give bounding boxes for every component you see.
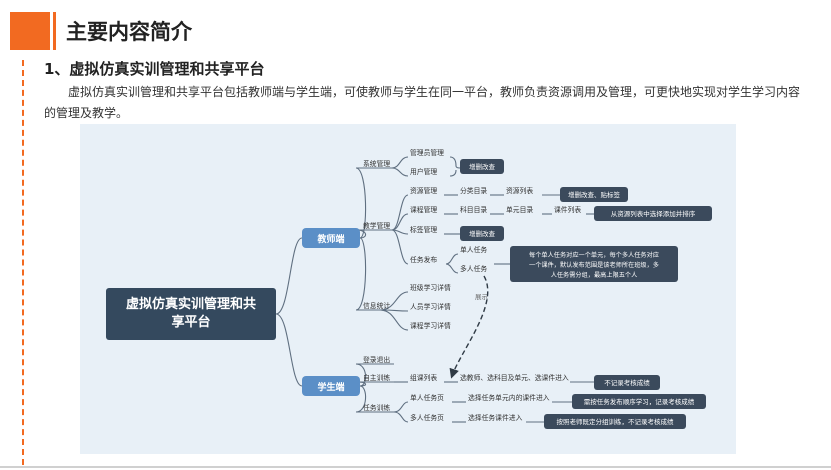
node-login: 登录退出 [363, 355, 390, 364]
node-single-task: 单人任务 [460, 245, 487, 254]
note-sys [460, 159, 504, 174]
root-node [106, 288, 276, 340]
node-res-list: 资源列表 [506, 186, 533, 195]
note-multi [544, 414, 686, 429]
show-label: 展示 [475, 293, 489, 301]
node-org-list: 组课列表 [410, 373, 437, 382]
node-subj-dir: 科目目录 [460, 205, 487, 214]
note-multi-text: 按照老师既定分组训练，不记录考核成绩 [557, 417, 675, 426]
mindmap-diagram: 展示 虚拟仿真实训管理和共 享平台 教师端 学生端 系统管理 教学管理 信息统计… [80, 124, 736, 454]
node-course-detail: 课程学习详情 [410, 321, 451, 330]
note-course [594, 206, 712, 221]
node-org-desc: 选教师、选科目及单元、选课件进入 [460, 373, 569, 382]
note-single [572, 394, 706, 409]
node-unit-dir: 单元目录 [506, 205, 533, 214]
node-sys-mgmt: 系统管理 [363, 159, 390, 168]
note-tag-text: 增删改查 [469, 229, 496, 238]
note-single-text: 需按任务发布顺序学习，记录考核成绩 [584, 397, 695, 406]
note-sys-text: 增删改查 [469, 162, 496, 171]
node-class-detail: 班级学习详情 [410, 283, 451, 292]
node-user-mgmt: 用户管理 [410, 167, 437, 176]
note-res-text: 增删改查、贴标签 [568, 190, 621, 199]
title-accent-block [10, 12, 50, 50]
note-task [510, 246, 678, 282]
student-branch-label: 学生端 [317, 381, 344, 393]
node-single-desc: 选择任务单元内的课件进入 [468, 393, 550, 402]
note-boxes: 增删改查 增删改查、贴标签 从资源列表中选择添加并排序 增删改查 每个单人任务对… [460, 159, 712, 429]
page-title: 主要内容简介 [66, 20, 192, 44]
node-multi-page: 多人任务页 [410, 413, 444, 422]
note-task-line1: 每个单人任务对应一个单元，每个多人任务对应 [529, 251, 659, 259]
intro-paragraph: 虚拟仿真实训管理和共享平台包括教师端与学生端，可使教师与学生在同一平台，教师负责… [44, 85, 801, 120]
mindmap-svg: 展示 虚拟仿真实训管理和共 享平台 教师端 学生端 系统管理 教学管理 信息统计… [106, 148, 712, 429]
note-course-text: 从资源列表中选择添加并排序 [611, 209, 696, 218]
title-accent-line [53, 12, 56, 50]
left-dashed-divider [22, 60, 24, 465]
note-res [560, 187, 628, 202]
node-task-train: 任务训练 [363, 403, 390, 412]
note-org [594, 375, 660, 390]
teacher-branch-node [302, 228, 360, 248]
teacher-branch-label: 教师端 [316, 233, 344, 245]
node-multi-desc: 选择任务课件进入 [468, 413, 523, 422]
root-label-line1: 虚拟仿真实训管理和共 [126, 296, 256, 312]
node-person-detail: 人员学习详情 [410, 302, 451, 311]
node-teach-mgmt: 教学管理 [363, 221, 390, 230]
node-admin-mgmt: 管理员管理 [410, 148, 444, 157]
note-org-text: 不记录考核成绩 [604, 378, 650, 387]
node-task-pub: 任务发布 [410, 255, 437, 264]
show-arrow [449, 275, 489, 379]
node-multi-task: 多人任务 [460, 264, 487, 273]
note-tag [460, 226, 504, 241]
node-course-list: 课件列表 [554, 205, 581, 214]
root-label-line2: 享平台 [171, 314, 210, 330]
node-res-mgmt: 资源管理 [410, 186, 437, 195]
note-task-line2: 一个课件，默认发布范围是该老师所在班级，多 [529, 261, 659, 269]
connector-lines [275, 156, 594, 423]
bottom-border [0, 466, 831, 468]
section-title: 1、虚拟仿真实训管理和共享平台 [44, 60, 265, 78]
node-self-train: 自主训练 [363, 373, 390, 382]
node-cat-dir: 分类目录 [460, 186, 487, 195]
student-branch-node [302, 376, 360, 396]
node-info-stats: 信息统计 [363, 301, 390, 310]
node-tag-mgmt: 标签管理 [410, 225, 437, 234]
node-course-mgmt: 课程管理 [410, 205, 437, 214]
note-task-line3: 人任务需分组，最高上限五个人 [551, 271, 638, 279]
node-single-page: 单人任务页 [410, 393, 444, 402]
